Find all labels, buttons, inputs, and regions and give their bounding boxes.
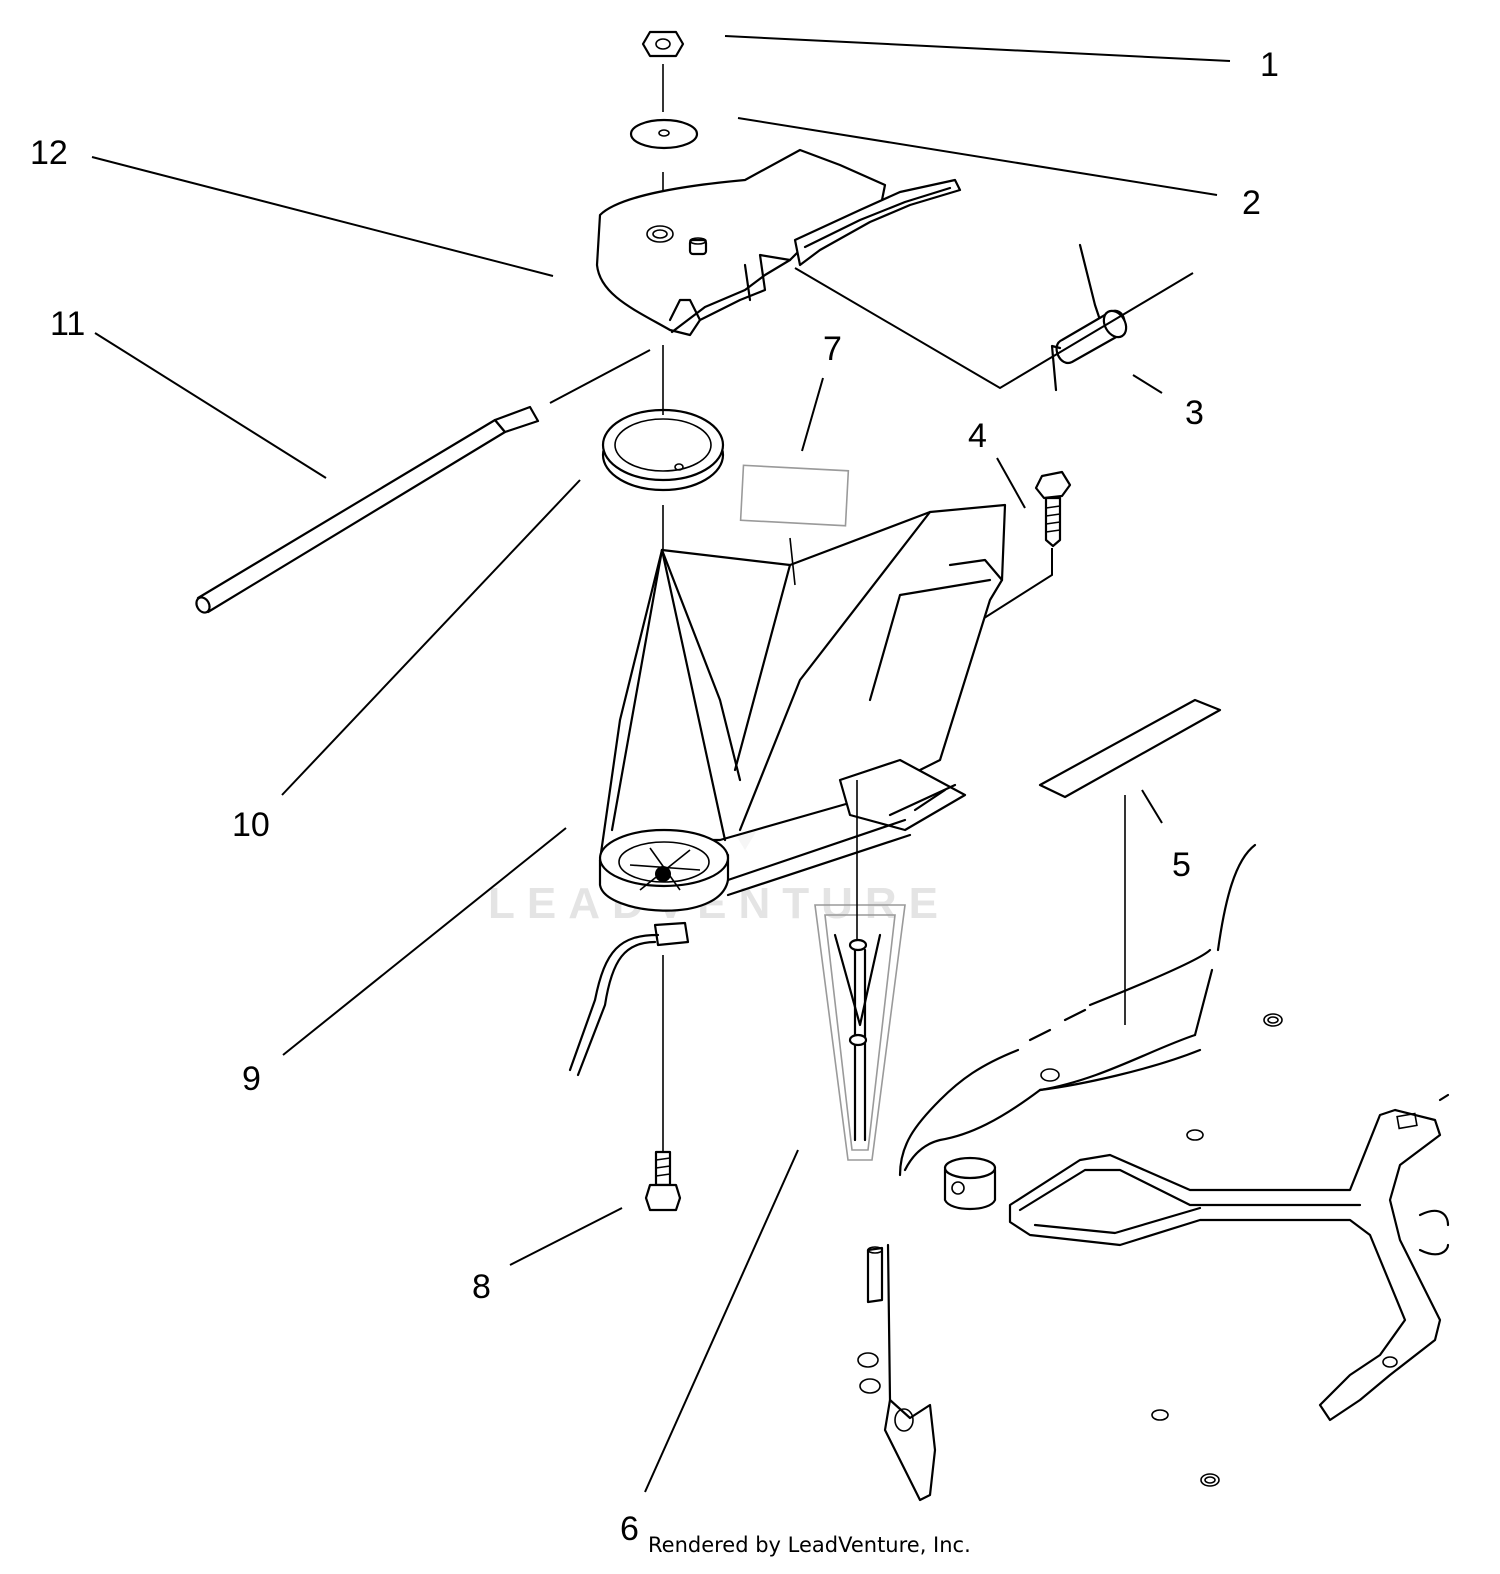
part-chute-arm [568, 758, 967, 1077]
part-shoulder-bolt [644, 1150, 682, 1212]
callout-7: 7 [823, 330, 842, 368]
leader-line-7 [801, 377, 824, 452]
part-flat-washer [629, 118, 699, 150]
part-deflector-bracket [814, 780, 906, 1161]
callout-4: 4 [968, 417, 987, 455]
callout-3: 3 [1185, 394, 1204, 432]
callout-10: 10 [232, 806, 270, 844]
callout-6: 6 [620, 1510, 639, 1548]
leader-line-9 [282, 827, 567, 1056]
part-strip-decal [1038, 698, 1222, 799]
part-hinge-plate [857, 1243, 937, 1502]
leader-line-1 [724, 35, 1231, 62]
callout-8: 8 [472, 1268, 491, 1306]
leader-line-2 [737, 117, 1218, 196]
render-credit: Rendered by LeadVenture, Inc. [648, 1533, 971, 1557]
part-hex-nut [641, 30, 685, 58]
leader-line-4 [996, 457, 1026, 509]
callout-2: 2 [1242, 184, 1261, 222]
leader-line-10 [281, 479, 581, 796]
leader-line-3 [1132, 374, 1163, 394]
leader-line-11b [549, 349, 651, 404]
leader-line-8 [509, 1207, 623, 1266]
callout-1: 1 [1260, 46, 1279, 84]
part-ring-bushing [601, 408, 725, 492]
callout-12: 12 [30, 134, 68, 172]
part-chute-cap [595, 148, 962, 337]
part-decal [739, 464, 850, 527]
callout-11: 11 [50, 305, 85, 343]
callout-5: 5 [1172, 846, 1191, 884]
part-bolt [1034, 470, 1072, 548]
part-control-rod [195, 405, 540, 614]
part-pivot-hub [598, 828, 730, 912]
leader-line-3-mount [794, 267, 1194, 390]
leader-line-12 [91, 156, 554, 277]
callout-9: 9 [242, 1060, 261, 1098]
part-housing-frame [898, 843, 1450, 1487]
leader-line-5 [1141, 789, 1163, 824]
leader-line-6 [644, 1149, 799, 1493]
leader-line-11 [94, 332, 327, 479]
